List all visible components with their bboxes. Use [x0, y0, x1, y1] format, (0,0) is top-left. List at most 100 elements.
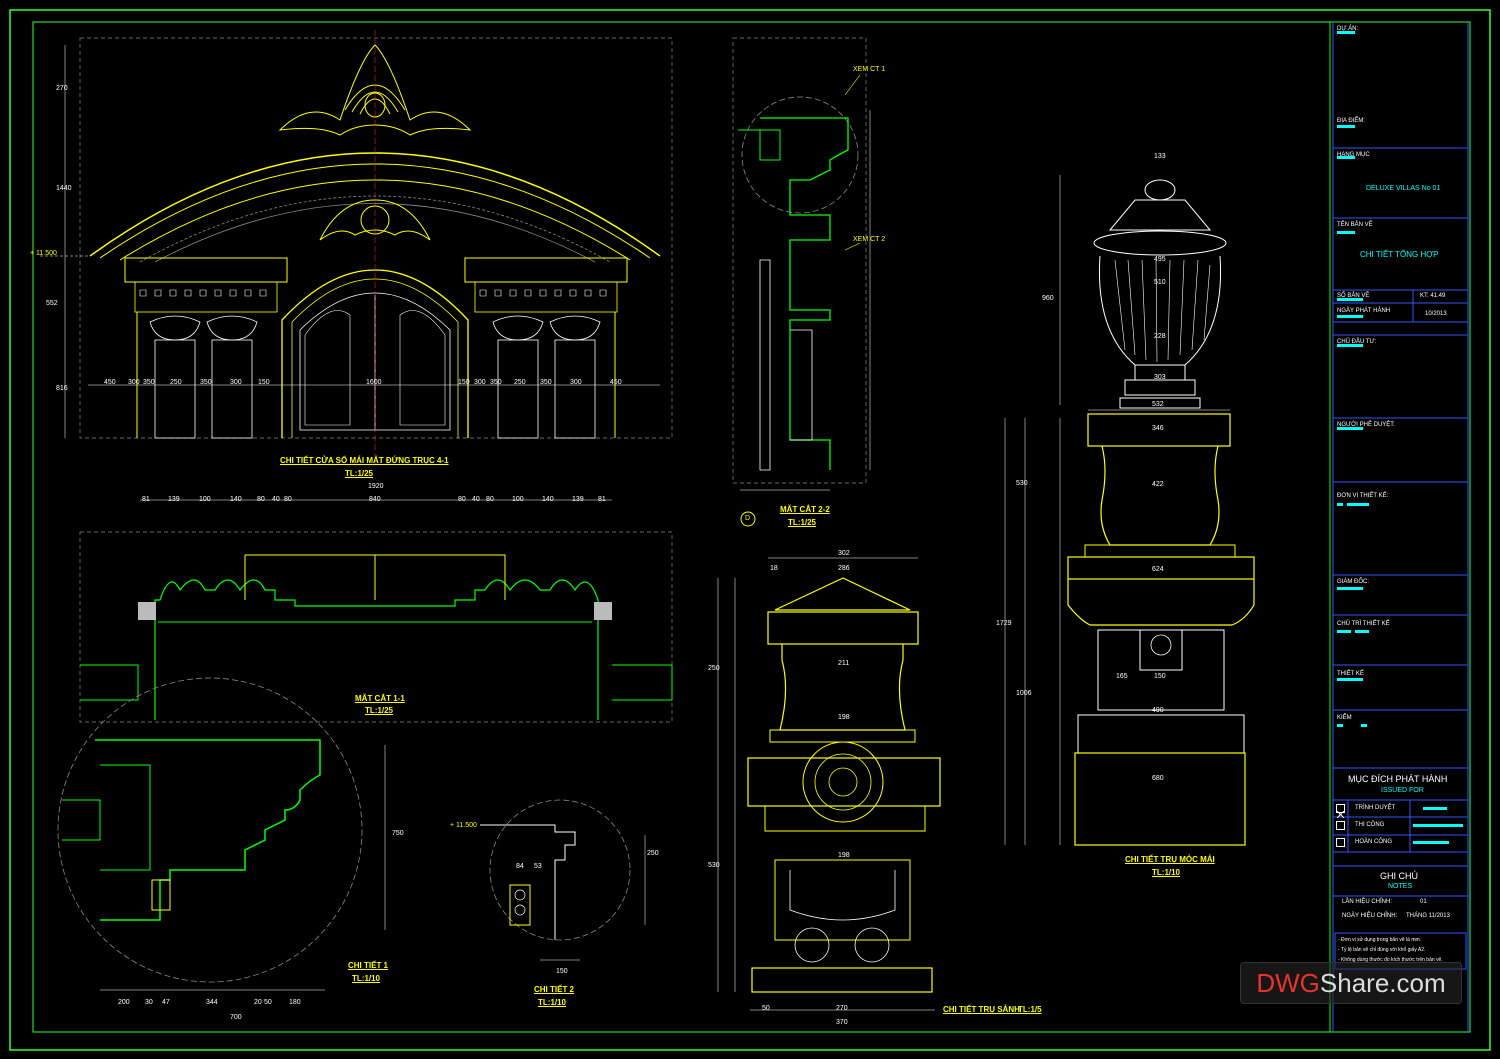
detail-2: [480, 799, 646, 961]
dim-urn-16: 960: [1042, 295, 1054, 302]
tb-revision-date-label: NGÀY HIỆU CHỈNH:: [1342, 913, 1398, 919]
dim-mid-14: 139: [572, 496, 584, 503]
dim-left-1: 270: [56, 85, 68, 92]
label-level-detail2: + 11.500: [450, 822, 477, 829]
checkbox-asbuilt[interactable]: [1336, 838, 1345, 847]
dim-pier-2: 286: [838, 565, 850, 572]
tb-opt-asbuilt: HOÀN CÔNG: [1355, 839, 1393, 845]
dim-pier-9: 50: [762, 1005, 770, 1012]
dim-detail1-6: 50: [264, 999, 272, 1006]
dim-detail1-1: 200: [118, 999, 130, 1006]
dim-mid-total: 1920: [368, 483, 384, 490]
caption-section-1-1: MẶT CẮT 1-1: [355, 694, 405, 703]
dim-pier-10: 530: [708, 862, 720, 869]
dim-pier-7: 270: [836, 1005, 848, 1012]
dim-mid-5: 80: [257, 496, 265, 503]
tb-drawing-name-label: TÊN BẢN VẼ: [1337, 222, 1373, 228]
roof-post-detail: [1004, 175, 1255, 846]
caption-section-1-1-scale: TL:1/25: [365, 706, 394, 715]
dim-urn-10: 165: [1116, 673, 1128, 680]
dim-left-3: 552: [46, 300, 58, 307]
dim-top-7: 150: [258, 379, 270, 386]
caption-detail-1-scale: TL:1/10: [352, 974, 381, 983]
tb-revision-date-value: THÁNG 11/2013: [1406, 913, 1450, 919]
dim-detail2-1: 84: [516, 863, 524, 870]
dim-mid-2: 139: [168, 496, 180, 503]
dim-mid-15: 81: [598, 496, 606, 503]
label-axis-d: D: [745, 515, 751, 522]
dim-left-4: 816: [56, 385, 68, 392]
dim-urn-12: 490: [1152, 707, 1164, 714]
dim-detail2-3: 150: [556, 968, 568, 975]
tb-note-3: - Không dùng thước đo kích thước trên bả…: [1338, 957, 1443, 963]
dim-detail1-7: 180: [289, 999, 301, 1006]
dim-top-2: 300: [128, 379, 140, 386]
caption-detail-1: CHI TIẾT 1: [348, 961, 389, 970]
tb-designer-unit-label: ĐƠN VỊ THIẾT KẾ:: [1337, 493, 1389, 499]
dim-mid-4: 140: [230, 496, 242, 503]
tb-location-label: ĐỊA ĐIỂM:: [1337, 118, 1366, 124]
dim-urn-5: 303: [1154, 374, 1166, 381]
caption-section-2-2: MẶT CẮT 2-2: [780, 505, 830, 514]
tb-sheet-no-value: KT: 41.49: [1420, 293, 1446, 299]
label-see-ct1: XEM CT 1: [853, 66, 886, 73]
dim-mid-12: 100: [512, 496, 524, 503]
dim-top-5: 350: [200, 379, 212, 386]
dim-mid-7: 80: [284, 496, 292, 503]
caption-detail-2-scale: TL:1/10: [538, 998, 567, 1007]
section-2-2: [732, 37, 871, 527]
dim-urn-13: 680: [1152, 775, 1164, 782]
caption-elevation-scale: TL:1/25: [345, 469, 374, 478]
dim-top-6: 300: [230, 379, 242, 386]
dim-mid-9: 80: [458, 496, 466, 503]
dim-mid-3: 100: [199, 496, 211, 503]
tb-note-1: - Đơn vị sử dụng trong bản vẽ là mm.: [1338, 937, 1422, 943]
caption-elevation: CHI TIẾT CỬA SỔ MÁI MẶT ĐỨNG TRỤC 4-1: [280, 456, 449, 465]
section-1-1: [79, 499, 673, 723]
caption-detail-2: CHI TIẾT 2: [534, 985, 575, 994]
dim-top-14: 300: [570, 379, 582, 386]
dim-mid-1: 81: [142, 496, 150, 503]
checkbox-construction[interactable]: [1336, 821, 1345, 830]
dim-urn-15: 1006: [1016, 690, 1032, 697]
caption-roof-post-scale: TL:1/10: [1152, 868, 1181, 877]
dim-pier-5: 198: [838, 714, 850, 721]
tb-purpose-sub: ISSUED FOR: [1381, 787, 1424, 794]
dim-mid-13: 140: [542, 496, 554, 503]
dim-urn-7: 346: [1152, 425, 1164, 432]
tb-purpose-title: MỤC ĐÍCH PHÁT HÀNH: [1348, 774, 1448, 784]
dim-pier-3: 18: [770, 565, 778, 572]
tb-director-label: GIÁM ĐỐC:: [1337, 579, 1370, 585]
dim-detail1-4: 344: [206, 999, 218, 1006]
dim-top-9: 150: [458, 379, 470, 386]
dim-top-3: 350: [143, 379, 155, 386]
dim-urn-14: 1729: [996, 620, 1012, 627]
pier-detail: [717, 557, 941, 1011]
sheet-inner-frame: [32, 21, 1471, 1033]
caption-pier: CHI TIẾT TRỤ SẢNH: [943, 1005, 1020, 1014]
dim-detail2-2: 53: [534, 863, 542, 870]
dim-urn-11: 150: [1154, 673, 1166, 680]
dim-top-12: 250: [514, 379, 526, 386]
dim-urn-3: 510: [1154, 279, 1166, 286]
dim-left-2: 1440: [56, 185, 72, 192]
checkbox-review[interactable]: [1336, 804, 1345, 819]
tb-category-value: DELUXE VILLAS No 01: [1366, 185, 1441, 192]
dim-urn-17: 530: [1016, 480, 1028, 487]
dim-mid-8: 840: [369, 496, 381, 503]
dim-pier-1: 302: [838, 550, 850, 557]
watermark-logo: DWGShare.com: [1240, 962, 1462, 1004]
caption-section-2-2-scale: TL:1/25: [788, 518, 817, 527]
dim-urn-8: 422: [1152, 481, 1164, 488]
dim-top-1: 450: [104, 379, 116, 386]
caption-pier-scale: TL:1/5: [1018, 1005, 1042, 1014]
tb-sheet-no-label: SỐ BẢN VẼ: [1337, 293, 1370, 299]
tb-revision-label: LẦN HIỆU CHỈNH:: [1342, 899, 1393, 905]
tb-drawing-name-value: CHI TIẾT TỔNG HỢP: [1360, 250, 1439, 259]
dim-top-10: 300: [474, 379, 486, 386]
tb-design-label: THIẾT KẾ: [1337, 671, 1364, 677]
label-level-left: + 11.500: [30, 250, 57, 257]
title-block-grid: [1333, 147, 1468, 897]
dim-detail1-2: 30: [145, 999, 153, 1006]
tb-notes-sub: NOTES: [1388, 883, 1413, 890]
